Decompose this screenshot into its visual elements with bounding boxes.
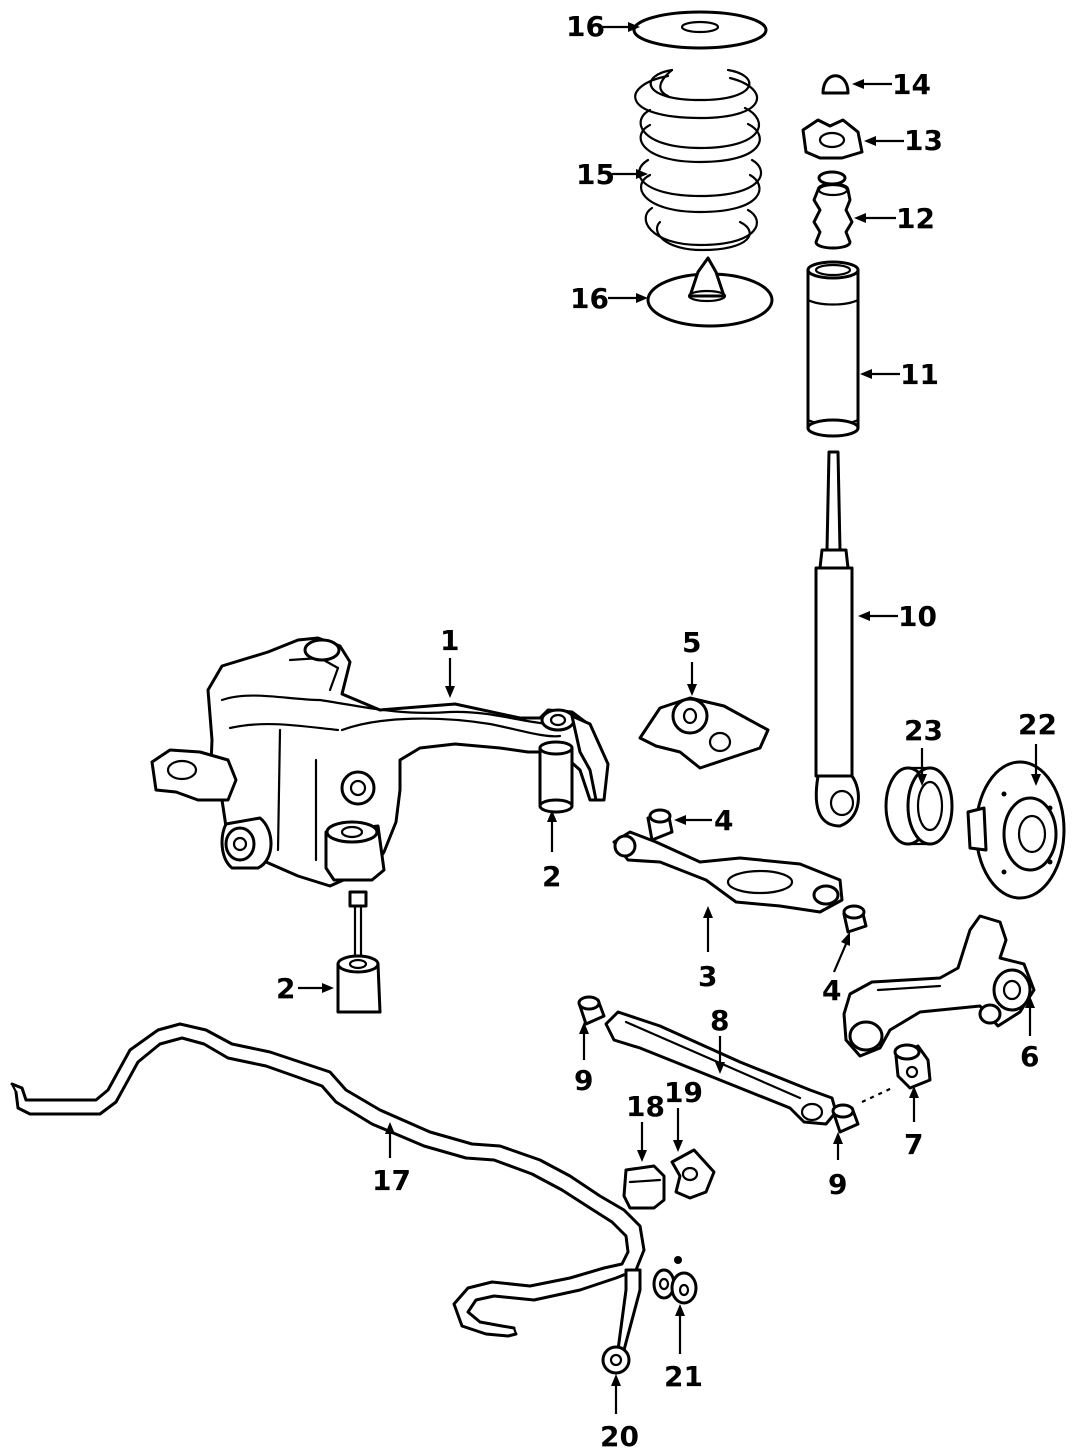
part-1-subframe (150, 636, 610, 888)
part-22-wheel-hub (966, 760, 1066, 900)
callout-23: 23 (904, 714, 943, 747)
part-21-link-bushings (652, 1256, 698, 1305)
part-10-shock-absorber (814, 450, 860, 828)
callout-8: 8 (710, 1004, 729, 1037)
part-17-stabilizer-bar (10, 1022, 646, 1338)
part-18-bar-bushing (622, 1164, 666, 1210)
part-2-bushing-upper (538, 740, 574, 814)
callout-14: 14 (892, 68, 931, 101)
callout-labels: 16 15 16 14 13 12 11 10 1 5 23 22 4 2 3 … (276, 10, 1057, 1452)
callout-2-upper: 2 (542, 860, 561, 893)
callout-3: 3 (698, 960, 717, 993)
part-9-bushing-lower (831, 1103, 860, 1134)
part-9-bushing-upper (577, 995, 606, 1026)
part-20-stabilizer-link (601, 1268, 642, 1375)
callout-1: 1 (440, 624, 459, 657)
part-4-bushing-upper (646, 808, 674, 842)
callout-5: 5 (682, 626, 701, 659)
callout-15: 15 (576, 158, 615, 191)
callout-19: 19 (664, 1076, 703, 1109)
callout-2-lower: 2 (276, 972, 295, 1005)
callout-22: 22 (1018, 708, 1057, 741)
part-6-knuckle (842, 914, 1036, 1058)
part-3-control-arm (612, 830, 844, 914)
callout-4-upper: 4 (714, 804, 733, 837)
part-16-lower-spring-seat (646, 256, 774, 328)
part-5-bracket (638, 696, 770, 770)
part-15-coil-spring (634, 68, 762, 252)
part-11-dust-boot (806, 260, 860, 438)
part-12-bump-stop (812, 182, 854, 250)
part-2-bushing-lower (336, 890, 382, 1014)
callout-17: 17 (372, 1164, 411, 1197)
callout-16-lower: 16 (570, 282, 609, 315)
part-4-bushing-lower (842, 904, 868, 934)
callout-20: 20 (600, 1420, 639, 1452)
callout-13: 13 (904, 124, 943, 157)
callout-6: 6 (1020, 1040, 1039, 1073)
callout-12: 12 (896, 202, 935, 235)
callout-4-lower: 4 (822, 974, 841, 1007)
callout-11: 11 (900, 358, 939, 391)
part-16-upper-spring-seat (632, 10, 768, 50)
callout-21: 21 (664, 1360, 703, 1393)
part-13-upper-mount (801, 118, 864, 186)
callout-9-upper: 9 (574, 1064, 593, 1097)
callout-7: 7 (904, 1128, 923, 1161)
leader-lines (298, 22, 1041, 1414)
callout-16-upper: 16 (566, 10, 605, 43)
part-23-wheel-bearing (884, 766, 954, 846)
part-14-cap (821, 74, 850, 95)
callout-18: 18 (626, 1090, 665, 1123)
callout-9-lower: 9 (828, 1168, 847, 1201)
part-19-bar-clamp (670, 1148, 716, 1200)
callout-10: 10 (898, 600, 937, 633)
part-7-bushing (893, 1043, 932, 1090)
